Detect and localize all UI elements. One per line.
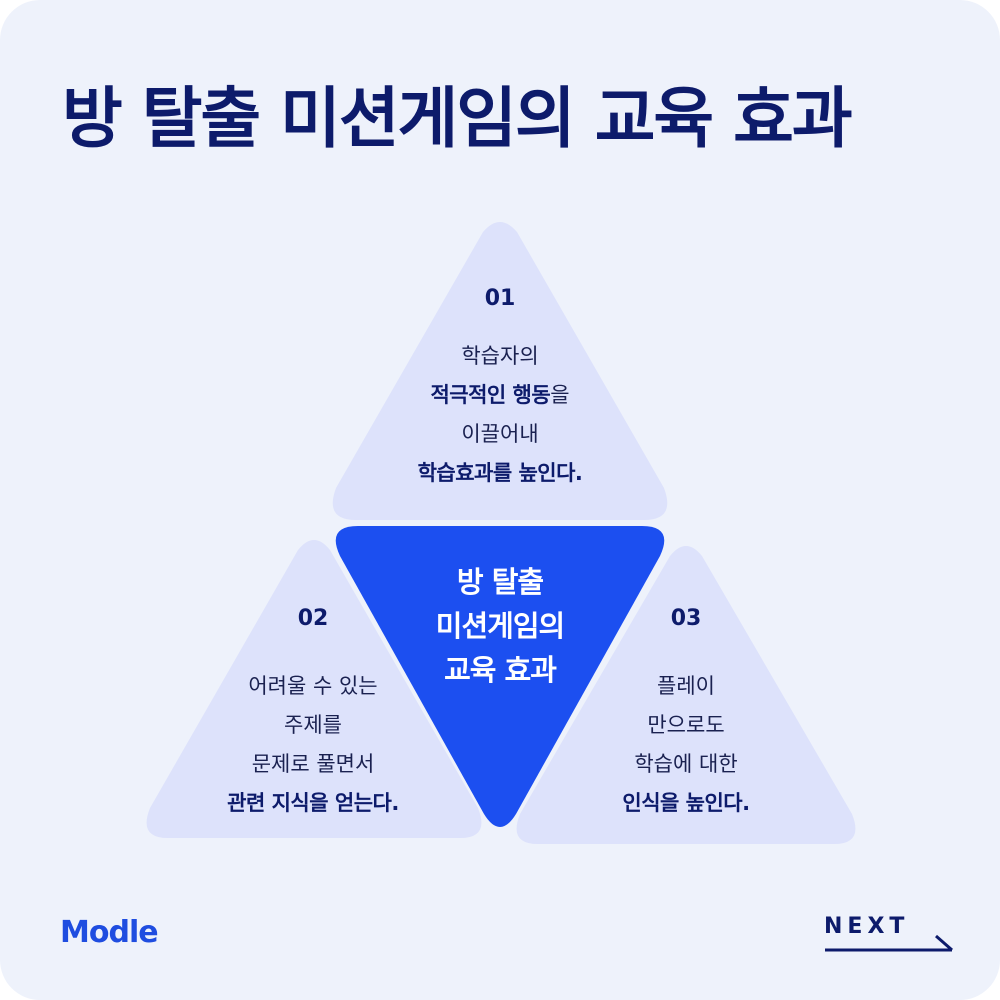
triangle-02 [146, 540, 482, 838]
center-label: 방 탈출 미션게임의 교육 효과 [400, 560, 600, 692]
item-number-03: 03 [670, 606, 702, 631]
item-line: 학습에 대한 [634, 752, 738, 776]
triangle-center [335, 526, 665, 827]
triangle-01 [332, 222, 668, 520]
item-line: 만으로도 [647, 713, 725, 737]
center-line: 교육 효과 [444, 653, 557, 687]
next-label: NEXT [824, 914, 910, 939]
item-line-bold: 관련 지식을 얻는다. [227, 791, 399, 815]
center-line: 미션게임의 [435, 609, 565, 643]
brand-logo: Modle [60, 915, 159, 950]
page-title: 방 탈출 미션게임의 교육 효과 [62, 80, 853, 157]
item-number-01: 01 [484, 286, 516, 311]
arrow-right-icon [825, 934, 953, 952]
item-line: 적극적인 행동을 [350, 376, 650, 415]
item-line: 어려울 수 있는 [248, 674, 378, 698]
item-text-02: 어려울 수 있는 주제를 문제로 풀면서 관련 지식을 얻는다. [163, 667, 463, 823]
item-line: 학습자의 [461, 344, 539, 368]
item-line: 문제로 풀면서 [251, 752, 375, 776]
next-button[interactable]: NEXT [824, 912, 956, 956]
item-line-bold: 학습효과를 높인다. [417, 461, 583, 485]
center-line: 방 탈출 [456, 565, 544, 599]
item-line-suffix: 을 [550, 383, 570, 407]
triangle-03 [516, 546, 856, 844]
item-line: 플레이 [657, 674, 715, 698]
item-text-03: 플레이 만으로도 학습에 대한 인식을 높인다. [536, 667, 836, 823]
item-line-bold: 적극적인 행동 [430, 383, 551, 407]
item-line: 주제를 [284, 713, 342, 737]
item-line: 이끌어내 [461, 422, 539, 446]
item-line-bold: 인식을 높인다. [622, 791, 750, 815]
item-text-01: 학습자의 적극적인 행동을 이끌어내 학습효과를 높인다. [350, 337, 650, 493]
item-number-02: 02 [297, 606, 329, 631]
